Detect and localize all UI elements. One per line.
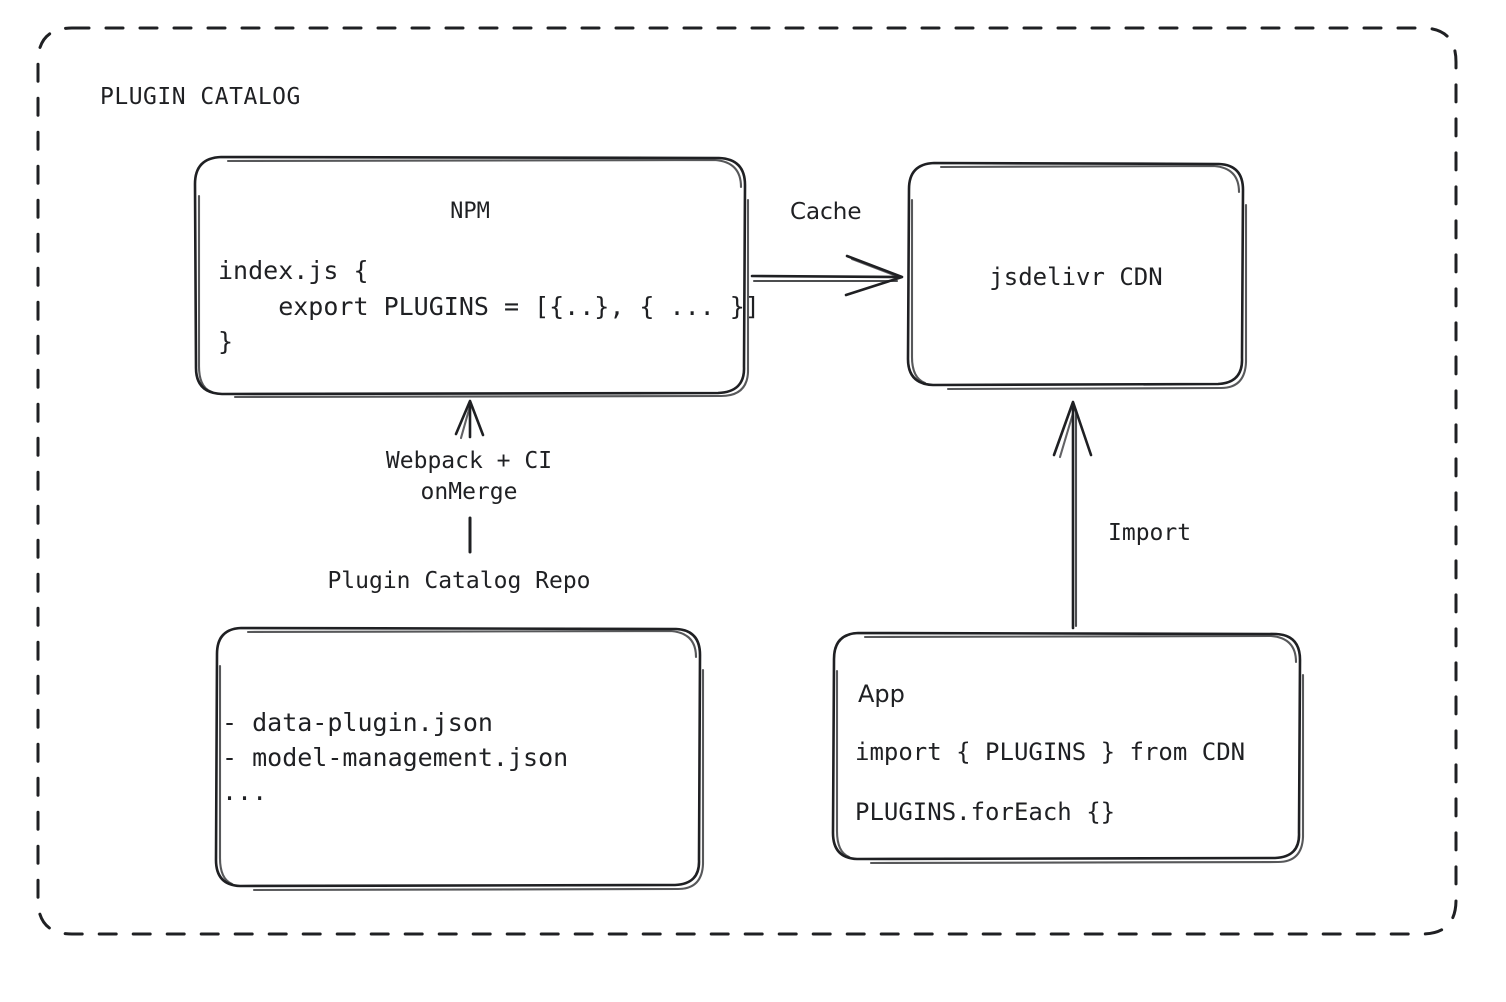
import-edge-arrow xyxy=(1052,400,1093,630)
cache-edge-arrow xyxy=(750,254,904,297)
repo-node-file-list: - data-plugin.json - model-management.js… xyxy=(222,708,569,806)
cache-edge-label: Cache xyxy=(790,199,862,225)
app-node-title: App xyxy=(858,680,905,708)
cdn-node-title: jsdelivr CDN xyxy=(989,263,1163,291)
npm-node-code: index.js { export PLUGINS = [{..}, { ...… xyxy=(218,256,760,356)
app-node-import-line: import { PLUGINS } from CDN xyxy=(855,738,1246,766)
app-node-foreach-line: PLUGINS.forEach {} xyxy=(855,798,1116,826)
group-title: PLUGIN CATALOG xyxy=(100,84,301,110)
npm-node-title: NPM xyxy=(450,199,490,224)
repo-node-title: Plugin Catalog Repo xyxy=(327,568,591,594)
build-edge-label: Webpack + CI onMerge xyxy=(385,448,553,506)
import-edge-label: Import xyxy=(1108,520,1192,546)
